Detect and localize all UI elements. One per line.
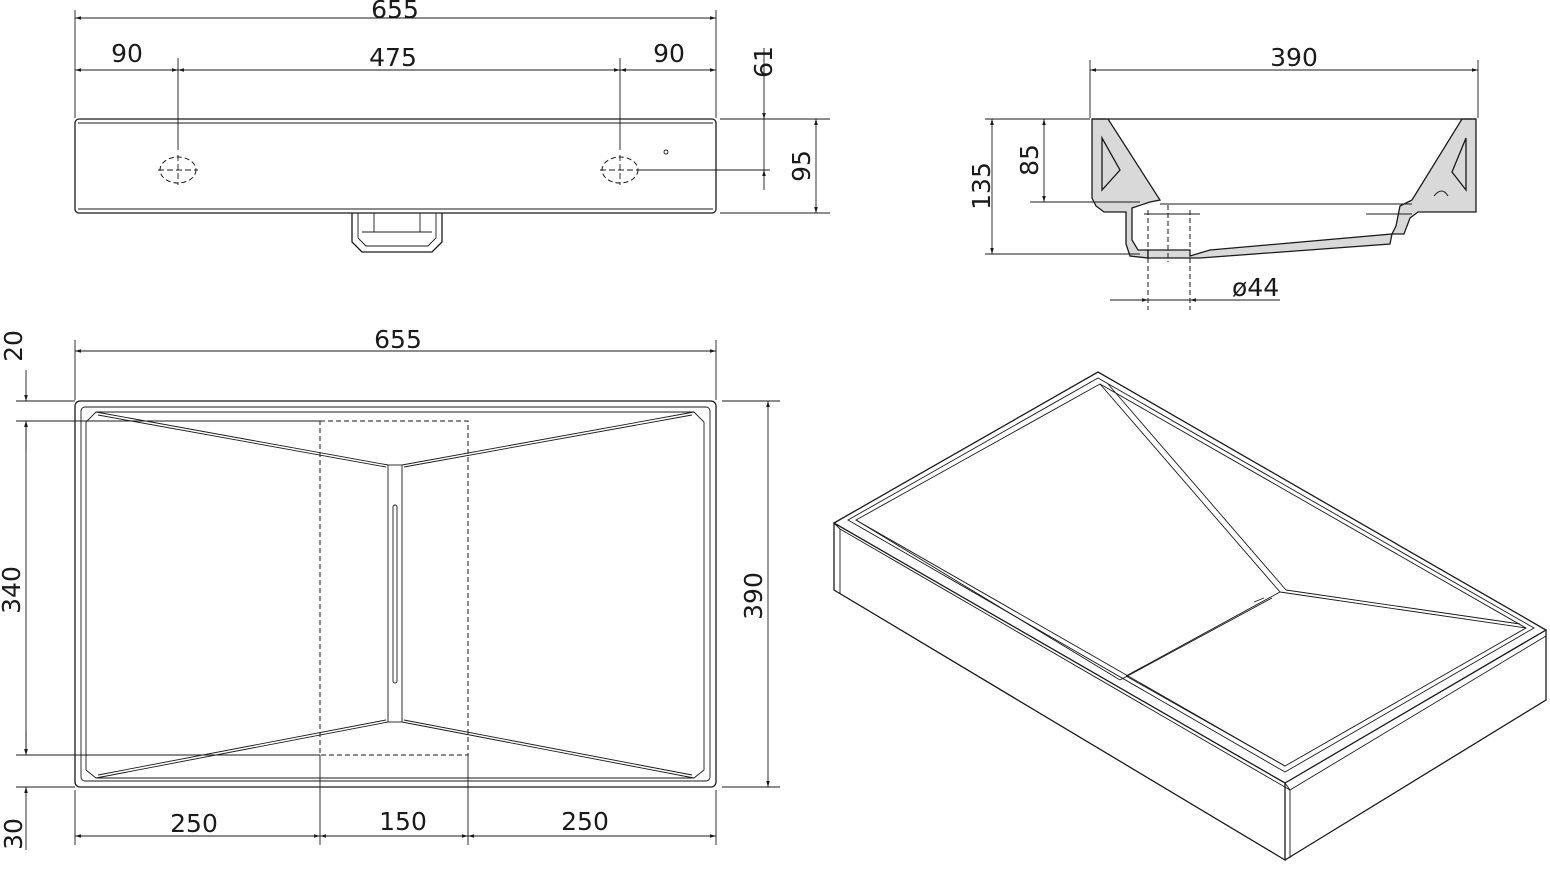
right-tap-hole xyxy=(600,155,640,185)
left-segment-label: 250 xyxy=(170,809,218,838)
body-height-label: 95 xyxy=(787,150,816,182)
top-overall-width-label: 655 xyxy=(374,325,422,354)
tap-height-label: 61 xyxy=(749,46,778,78)
basin-depth-top-label: 340 xyxy=(0,566,26,614)
right-segment-label: 250 xyxy=(561,807,609,836)
top-view: 655 20 340 30 xyxy=(0,325,780,850)
section-depth-label: 390 xyxy=(1270,43,1318,72)
basin-depth-section-label: 85 xyxy=(1015,144,1044,176)
top-overall-depth-label: 390 xyxy=(739,572,768,620)
drain-diameter-label: ø44 xyxy=(1232,273,1279,302)
front-body-outline xyxy=(74,118,717,214)
right-tap-offset-label: 90 xyxy=(653,39,685,68)
overall-width-label: 655 xyxy=(371,0,419,24)
front-view: 655 90 475 90 xyxy=(74,0,830,253)
drain-zone-outline xyxy=(319,420,469,756)
drain-slot xyxy=(392,504,398,684)
drain-zone-width-label: 150 xyxy=(379,807,427,836)
total-height-label: 135 xyxy=(967,162,996,210)
back-rim-label: 20 xyxy=(0,330,28,362)
tap-spacing-label: 475 xyxy=(369,43,417,72)
top-basin-outline xyxy=(74,400,717,788)
left-tap-hole xyxy=(158,155,198,185)
section-profile-right xyxy=(1390,118,1477,235)
isometric-view xyxy=(832,371,1548,862)
side-section-view: 390 135 85 ø44 xyxy=(967,43,1479,310)
front-rim-label: 30 xyxy=(0,818,28,850)
left-tap-offset-label: 90 xyxy=(111,39,143,68)
drain-outlet-front xyxy=(351,213,443,253)
